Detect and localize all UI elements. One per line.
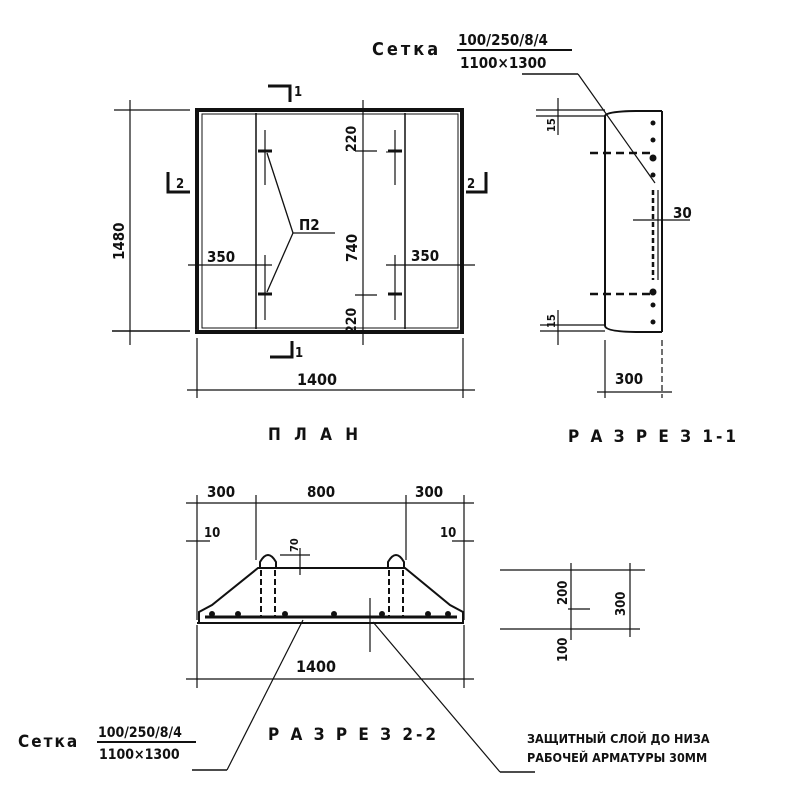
- mesh-numerator: 100/250/8/4: [458, 31, 548, 49]
- dim-width-300: 300: [615, 370, 643, 388]
- dim-width-1400: 1400: [297, 370, 337, 389]
- mesh-numerator: 100/250/8/4: [98, 725, 182, 741]
- dim-total-1400: 1400: [296, 657, 336, 676]
- dim-height-200: 200: [556, 581, 571, 605]
- mesh-denominator: 1100×1300: [460, 54, 546, 72]
- protective-layer-note: ЗАЩИТНЫЙ СЛОЙ ДО НИЗА РАБОЧЕЙ АРМАТУРЫ 3…: [527, 731, 710, 765]
- dim-bottom-220: 220: [344, 307, 360, 334]
- dim-left-300: 300: [207, 483, 235, 501]
- dim-edge-left-10: 10: [204, 526, 220, 541]
- mesh-label-text: Сетка: [18, 732, 79, 752]
- section-2-2-title: Р А З Р Е З 2-2: [268, 725, 439, 745]
- section-mark-1-top: 1: [294, 85, 302, 100]
- mesh-denominator: 1100×1300: [99, 747, 180, 763]
- dim-top-15: 15: [545, 118, 558, 132]
- dim-height-100: 100: [556, 638, 571, 662]
- mesh-label-text: Сетка: [372, 39, 441, 60]
- section-mark-2-right: 2: [467, 177, 475, 192]
- section-1-1-title: Р А З Р Е З 1-1: [568, 427, 739, 447]
- section-mark-1-bottom: 1: [295, 346, 303, 361]
- p2-label: П2: [299, 216, 320, 234]
- mesh-label-top: Сетка 100/250/8/4 1100×1300: [372, 31, 656, 184]
- dim-bottom-15: 15: [545, 314, 558, 328]
- plan-title: П Л А Н: [268, 425, 362, 445]
- dim-middle-740: 740: [343, 234, 361, 262]
- rebar-dots-2-2: [209, 611, 451, 617]
- dim-height-300: 300: [614, 592, 629, 616]
- section-mark-2-left: 2: [176, 177, 184, 192]
- section-2-2-view: 300 800 300 10 10 70 14: [186, 483, 645, 773]
- note-line-2: РАБОЧЕЙ АРМАТУРЫ 30ММ: [527, 750, 707, 765]
- mesh-label-bottom: Сетка 100/250/8/4 1100×1300: [18, 725, 196, 763]
- leader-line: [577, 73, 656, 184]
- rebar-dots: [649, 120, 657, 325]
- dim-top-220: 220: [344, 125, 360, 152]
- dim-loop-70: 70: [288, 538, 301, 552]
- dim-cover-30: 30: [673, 204, 692, 222]
- note-line-1: ЗАЩИТНЫЙ СЛОЙ ДО НИЗА: [527, 731, 710, 746]
- dim-right-300: 300: [415, 483, 443, 501]
- section-1-1-view: 30 15 15 300 Р А З Р Е З 1-1: [536, 98, 739, 447]
- dim-height-1480: 1480: [110, 222, 128, 260]
- dim-edge-right-10: 10: [440, 526, 456, 541]
- dim-middle-800: 800: [307, 483, 335, 501]
- dim-left-350: 350: [207, 248, 235, 266]
- plan-view: П2 350 350 220 740 220 1480 1400 1 1 2 2…: [110, 84, 488, 445]
- dim-right-350: 350: [411, 247, 439, 265]
- plan-outline: [195, 108, 464, 334]
